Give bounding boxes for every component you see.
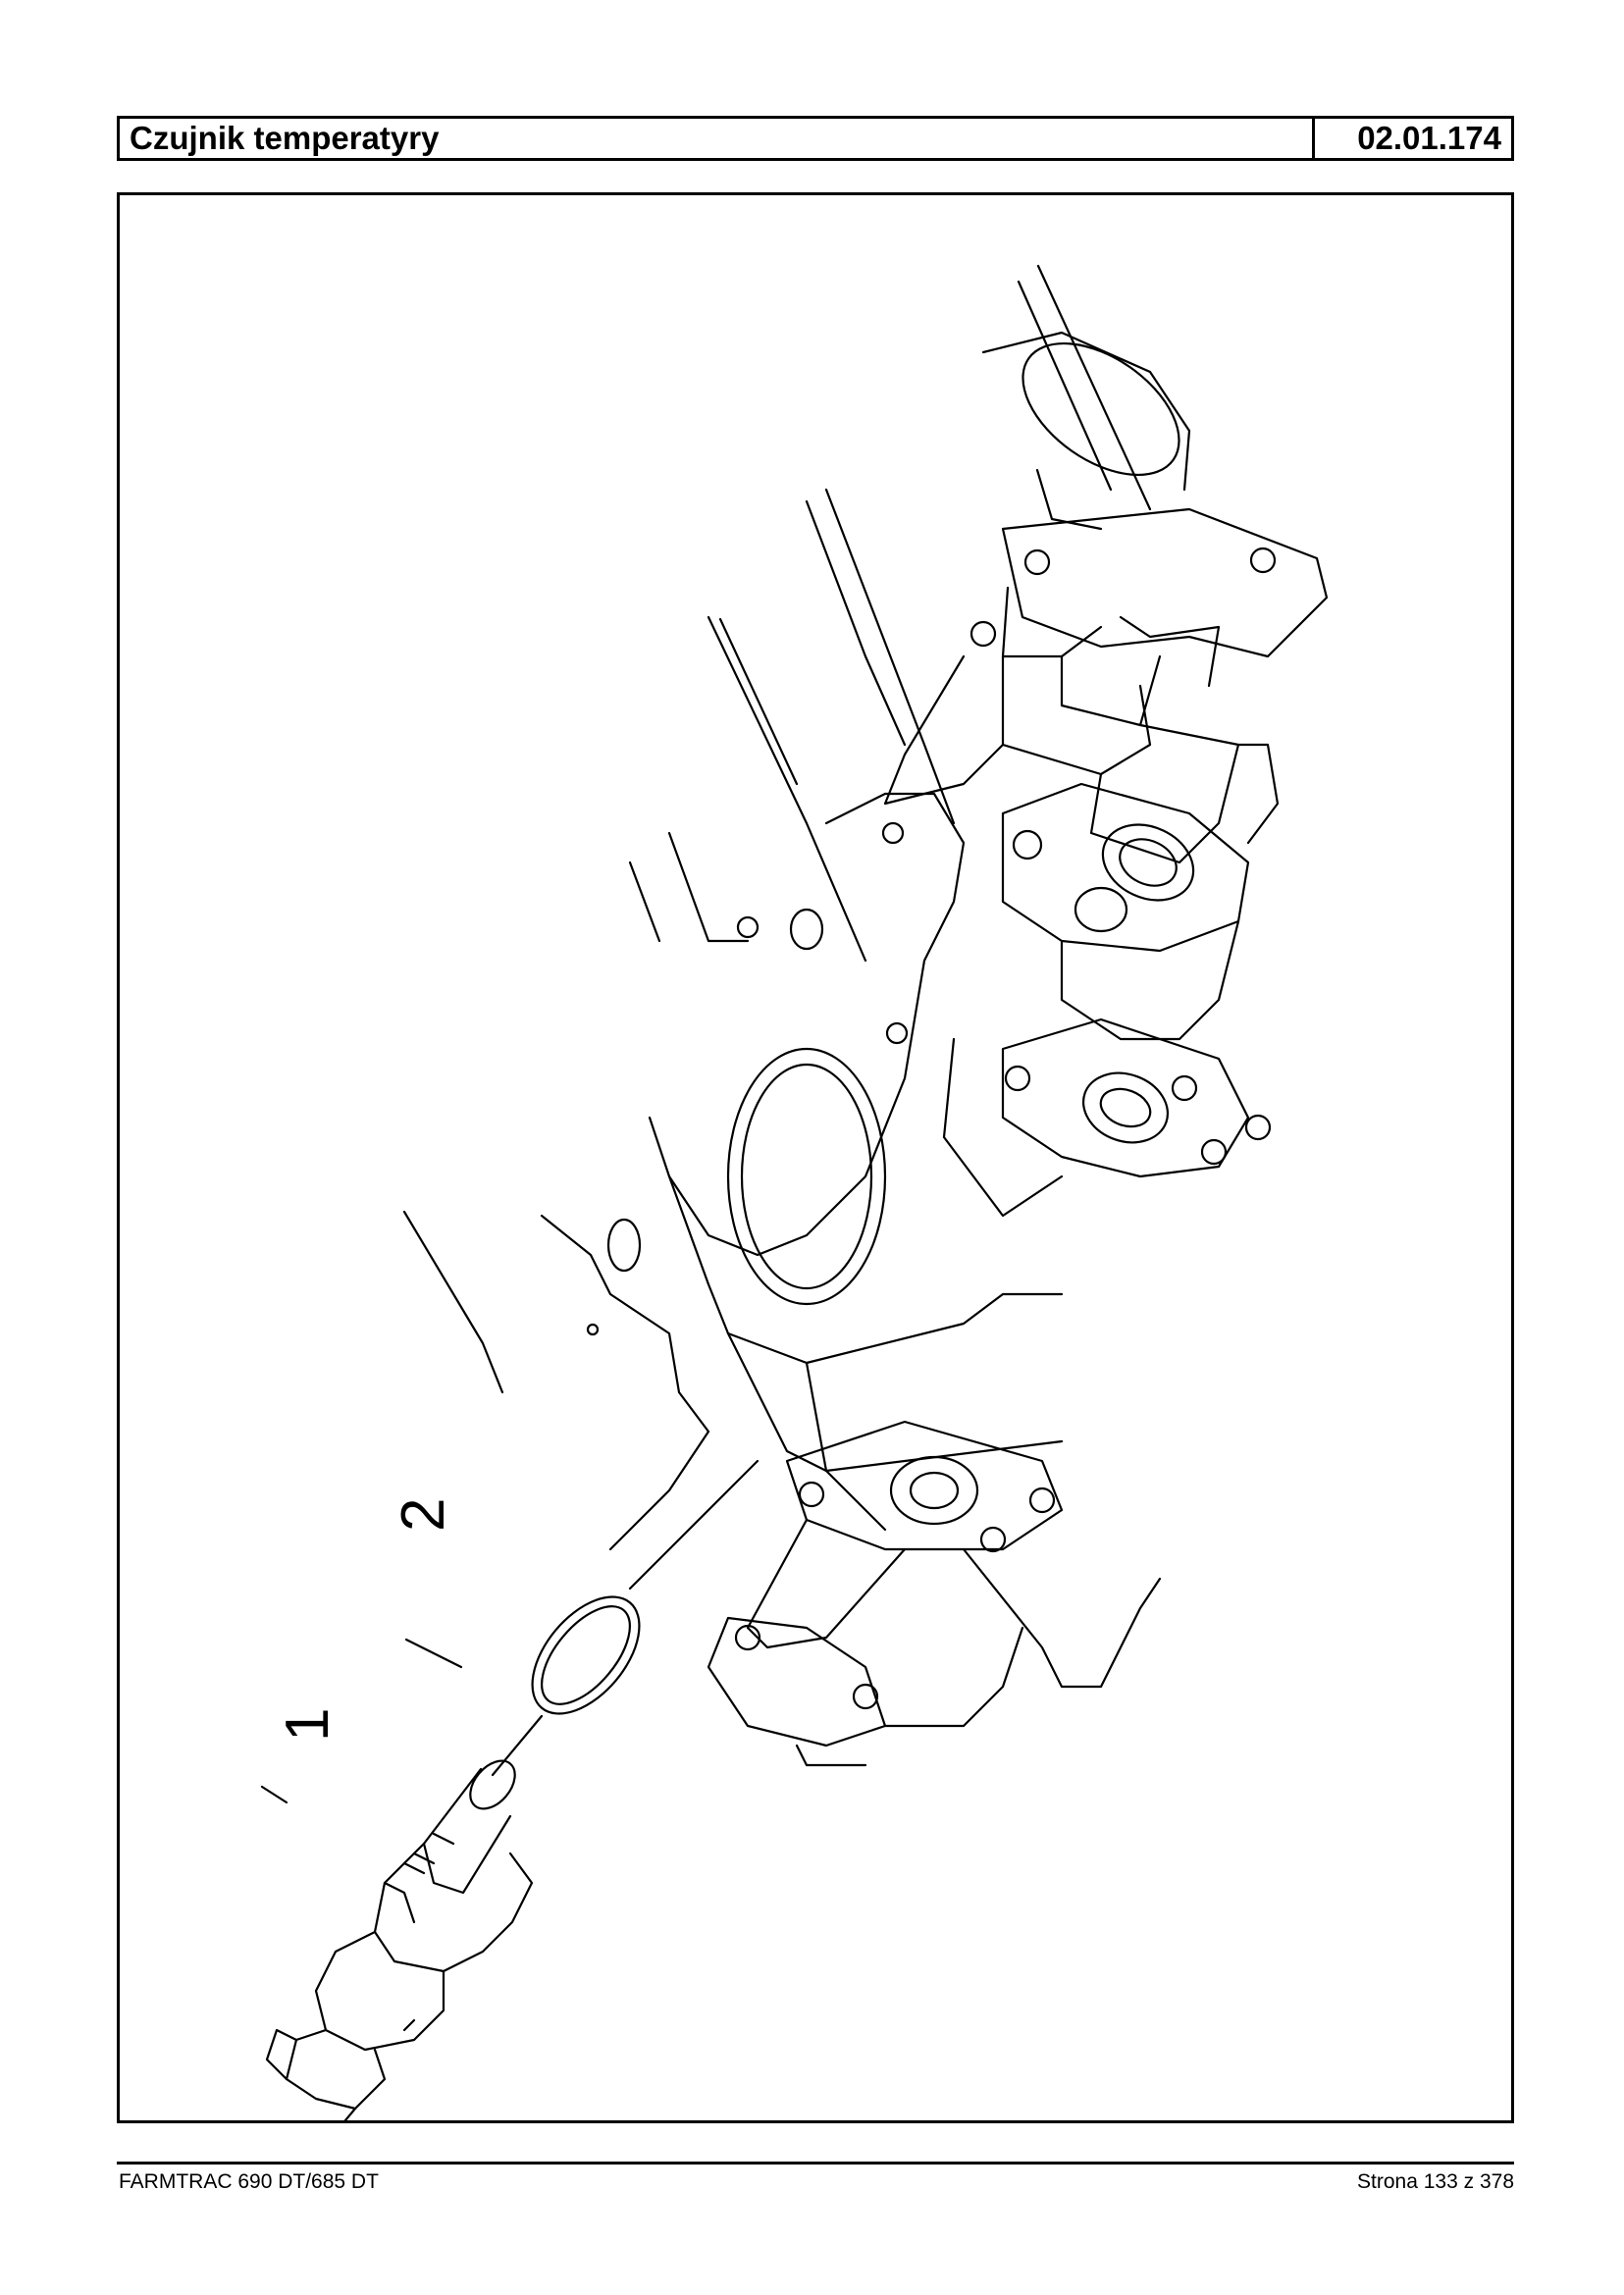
engine-drawing: 2 1 [260, 264, 1329, 2120]
engine-block-drawing [402, 264, 1329, 1767]
footer-model: FARMTRAC 690 DT/685 DT [119, 2170, 379, 2193]
callout-1: 1 [274, 1708, 341, 1742]
o-ring-gasket [491, 1459, 760, 1777]
callout-2: 2 [390, 1498, 457, 1532]
figure-frame: 2 1 [117, 192, 1514, 2123]
section-code: 02.01.174 [1357, 120, 1501, 156]
footer-rule [117, 2162, 1514, 2165]
page-title: Czujnik temperatyry [120, 119, 1315, 158]
temperature-sensor [265, 1759, 534, 2120]
page-header: Czujnik temperatyry 02.01.174 [117, 116, 1514, 161]
footer-page-number: Strona 133 z 378 [1357, 2170, 1514, 2193]
